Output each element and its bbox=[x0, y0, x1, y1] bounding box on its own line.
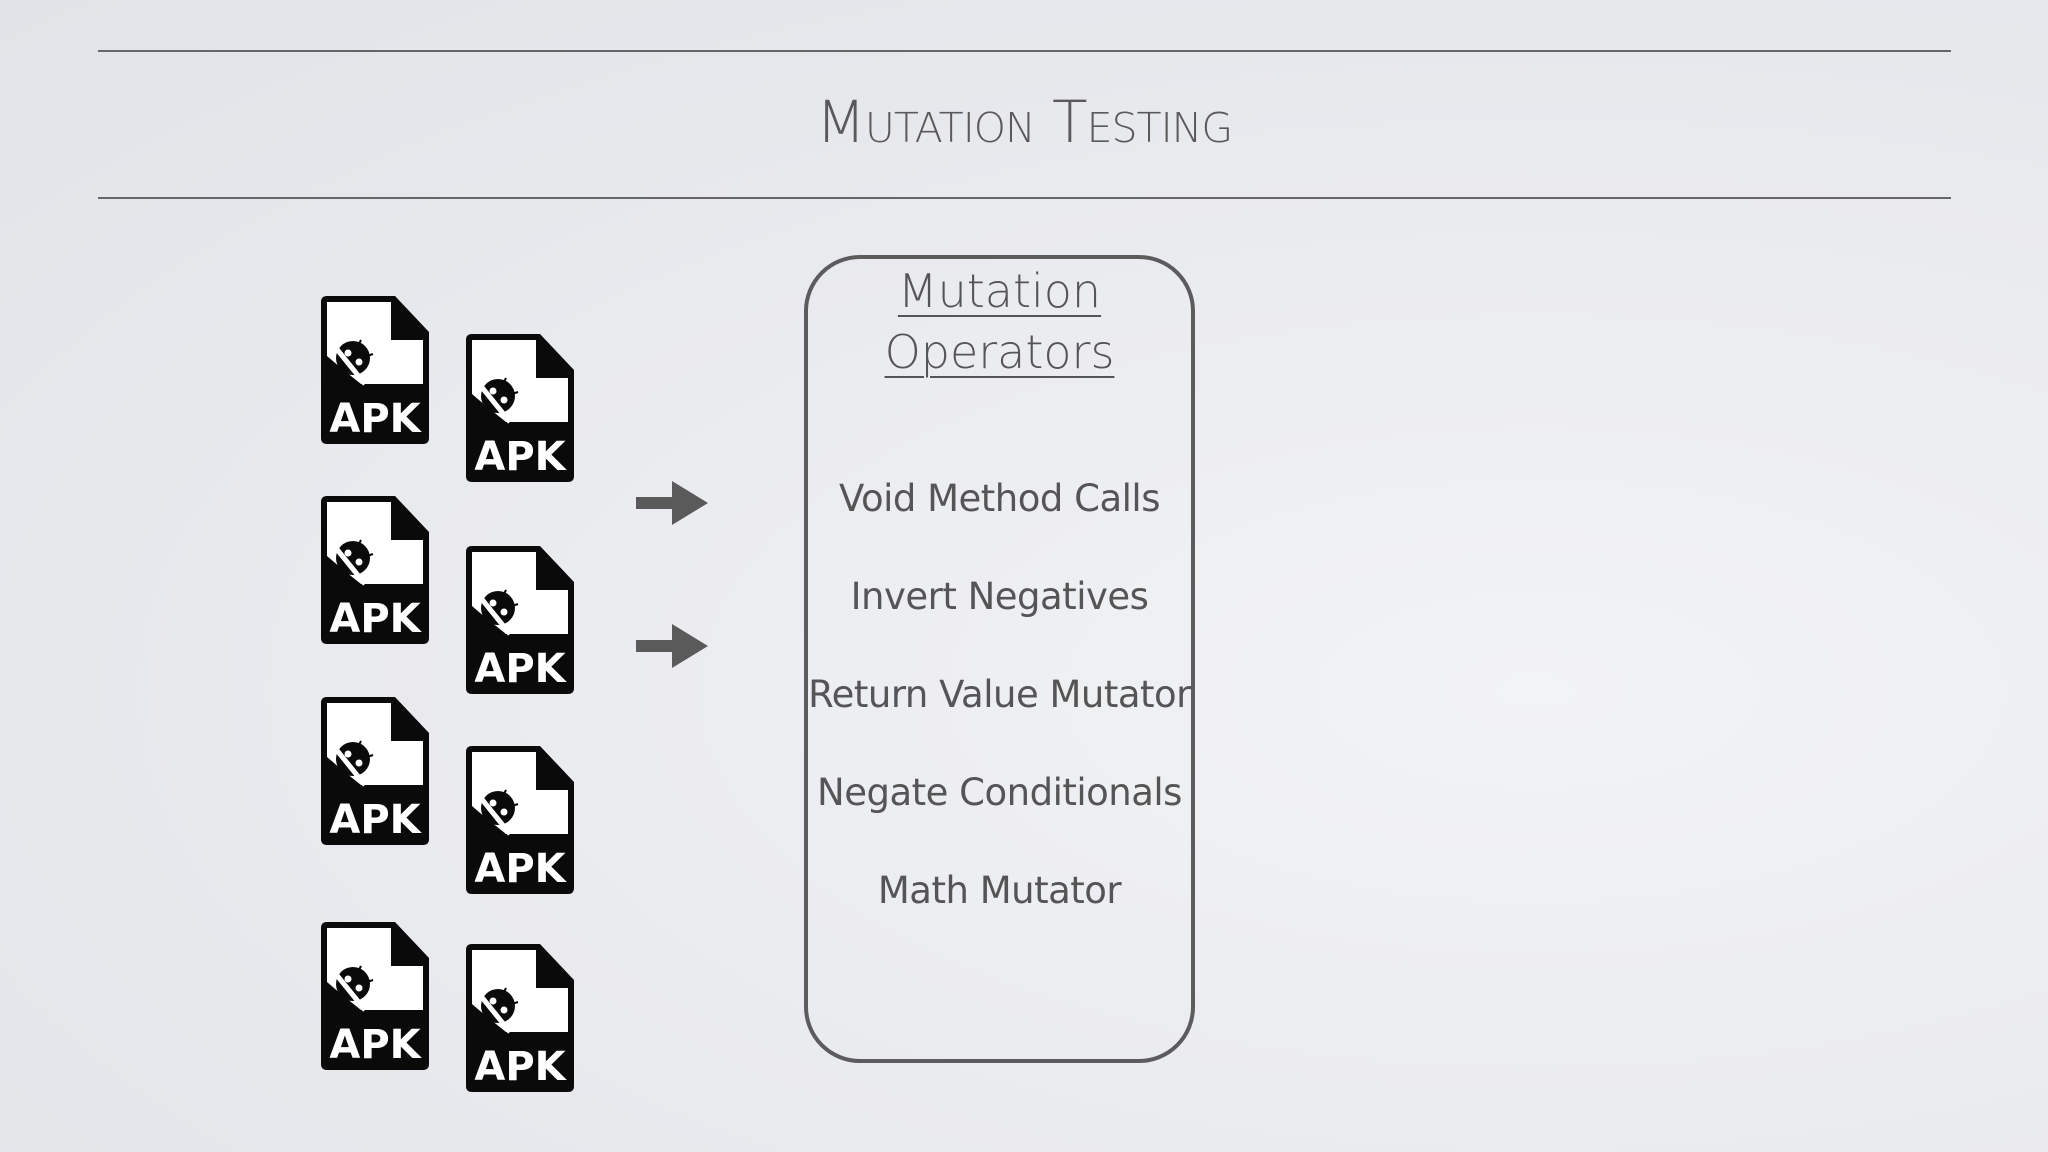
right-arrow-icon bbox=[636, 624, 708, 668]
operator-item: Void Method Calls bbox=[839, 477, 1160, 520]
apk-file-icon: APK bbox=[466, 746, 574, 894]
operator-item: Negate Conditionals bbox=[817, 771, 1182, 814]
apk-label: APK bbox=[474, 434, 567, 480]
operator-item: Math Mutator bbox=[877, 869, 1122, 912]
apk-file-icon: APK bbox=[466, 944, 574, 1092]
apk-label: APK bbox=[474, 846, 567, 892]
apk-file-icon: APK bbox=[321, 296, 429, 444]
top-rule bbox=[98, 50, 1951, 52]
box-heading-line1: Mutation bbox=[897, 264, 1102, 318]
apk-label: APK bbox=[329, 396, 422, 442]
operator-item: Invert Negatives bbox=[850, 575, 1149, 618]
bottom-rule bbox=[98, 197, 1951, 199]
apk-file-icon: APK bbox=[466, 546, 574, 694]
apk-file-icon: APK bbox=[321, 697, 429, 845]
apk-label: APK bbox=[474, 1044, 567, 1090]
apk-label: APK bbox=[329, 797, 422, 843]
box-heading-line2: Operators bbox=[884, 325, 1115, 379]
mutation-operators-box: Mutation Operators Void Method Calls Inv… bbox=[804, 255, 1195, 1063]
apk-label: APK bbox=[329, 1022, 422, 1068]
slide-title: Mutation Testing bbox=[815, 88, 1233, 156]
apk-label: APK bbox=[474, 646, 567, 692]
apk-file-icon: APK bbox=[466, 334, 574, 482]
apk-file-icon: APK bbox=[321, 922, 429, 1070]
apk-label: APK bbox=[329, 596, 422, 642]
right-arrow-icon bbox=[636, 481, 708, 525]
apk-file-icon: APK bbox=[321, 496, 429, 644]
operator-item: Return Value Mutator bbox=[808, 673, 1191, 716]
